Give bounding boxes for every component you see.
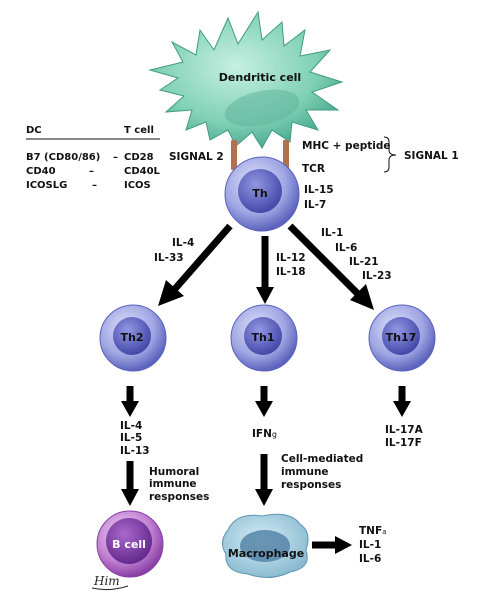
branch-arrows [158,223,374,310]
table-row-dc: CD40 [26,166,56,177]
th17-polarizing-cytokine: IL-6 [335,242,357,254]
th-cytokine: IL-15 [304,184,334,196]
humoral-response-label: immune [149,478,197,490]
cell-mediated-response-label: responses [281,479,341,491]
th-cell-label: Th [252,187,267,200]
signal-1-bracket [383,136,397,173]
th1-cell-nucleus [244,317,282,355]
mhc-peptide-label: MHC + peptide [302,140,390,152]
th1-down-arrow-head [255,401,273,417]
th17-cytokine: IL-17F [385,437,422,449]
tcr-receptor [283,140,289,170]
macrophage-output-cytokine: IL-6 [359,553,381,565]
macrophage-nucleus [240,530,290,562]
table-row-dc: ICOSLG [26,180,67,191]
cell-mediated-arrow-head [255,489,273,506]
artist-signature: Him [93,574,120,588]
th2-polarizing-cytokine: IL-33 [154,252,184,264]
cell-mediated-response-label: immune [281,466,329,478]
co-stimulation-table: DC T cell B7 (CD80/86) – CD28 CD40 – CD4… [26,125,161,191]
th2-cell-label: Th2 [121,331,144,344]
th1-cytokine: IFNg [252,428,277,440]
receptors [231,140,289,170]
dendritic-cell-nucleus [224,89,300,127]
arrow-to-th17-head [350,284,374,310]
macrophage-output-cytokine: TNFa [359,525,386,537]
th2-down-arrow-head [121,401,139,417]
th1-polarizing-cytokine: IL-12 [276,252,306,264]
th2-cytokine: IL-5 [120,432,142,444]
signal-1-label: SIGNAL 1 [404,150,459,162]
macrophage: Macrophage [222,513,309,578]
th-cytokine: IL-7 [304,199,326,211]
b-cell-nucleus [106,518,152,564]
th-cell: Th [224,156,300,232]
th17-cytokine: IL-17A [385,424,424,436]
table-header-t-cell: T cell [124,125,154,136]
macrophage-output-cytokine: IL-1 [359,539,381,551]
table-header-dc: DC [26,125,42,136]
table-row-t: ICOS [124,180,151,191]
th17-down-arrow-head [393,401,411,417]
dendritic-cell: Dendritic cell [148,10,344,149]
th17-polarizing-cytokine: IL-21 [349,256,379,268]
dendritic-cell-body [148,10,344,149]
arrow-to-th2-shaft [171,223,233,293]
b-cell-label: B cell [112,538,146,551]
table-row-dash: – [89,166,94,177]
th17-cell: Th17 [368,304,436,372]
th17-cell-label: Th17 [386,331,417,344]
th1-cell-label: Th1 [252,331,275,344]
humoral-response-label: responses [149,491,209,503]
table-row-t: CD40L [124,166,161,177]
th1-cell: Th1 [230,304,298,372]
humoral-response-label: Humoral [149,466,199,478]
th2-polarizing-cytokine: IL-4 [172,237,194,249]
macrophage-label: Macrophage [228,547,304,560]
cell-mediated-response-label: Cell-mediated [281,453,363,465]
table-row-dash: – [92,180,97,191]
arrow-to-th17-shaft [287,223,363,299]
macrophage-output-arrow-head [335,536,352,554]
humoral-arrow-head [121,489,139,506]
th2-cell: Th2 [99,304,167,372]
th17-polarizing-cytokine: IL-23 [362,270,392,282]
tcr-label: TCR [302,163,325,175]
artist-signature-stroke [91,585,129,591]
th1-polarizing-cytokine: IL-18 [276,266,306,278]
dendritic-cell-label: Dendritic cell [219,71,301,84]
th2-cytokine: IL-4 [120,420,142,432]
th-cell-nucleus [238,169,282,213]
table-row-dash: – [113,152,118,163]
arrow-to-th1-head [256,287,274,304]
b-cell: B cell [96,510,164,578]
th17-polarizing-cytokine: IL-1 [321,227,343,239]
arrow-to-th2-head [158,280,184,306]
table-row-dc: B7 (CD80/86) [26,152,100,163]
co-stimulatory-receptor [231,140,237,170]
table-row-t: CD28 [124,152,154,163]
th17-cell-nucleus [382,317,420,355]
signal-2-label: SIGNAL 2 [169,151,224,163]
th2-cytokine: IL-13 [120,445,150,457]
th2-cell-nucleus [113,317,151,355]
